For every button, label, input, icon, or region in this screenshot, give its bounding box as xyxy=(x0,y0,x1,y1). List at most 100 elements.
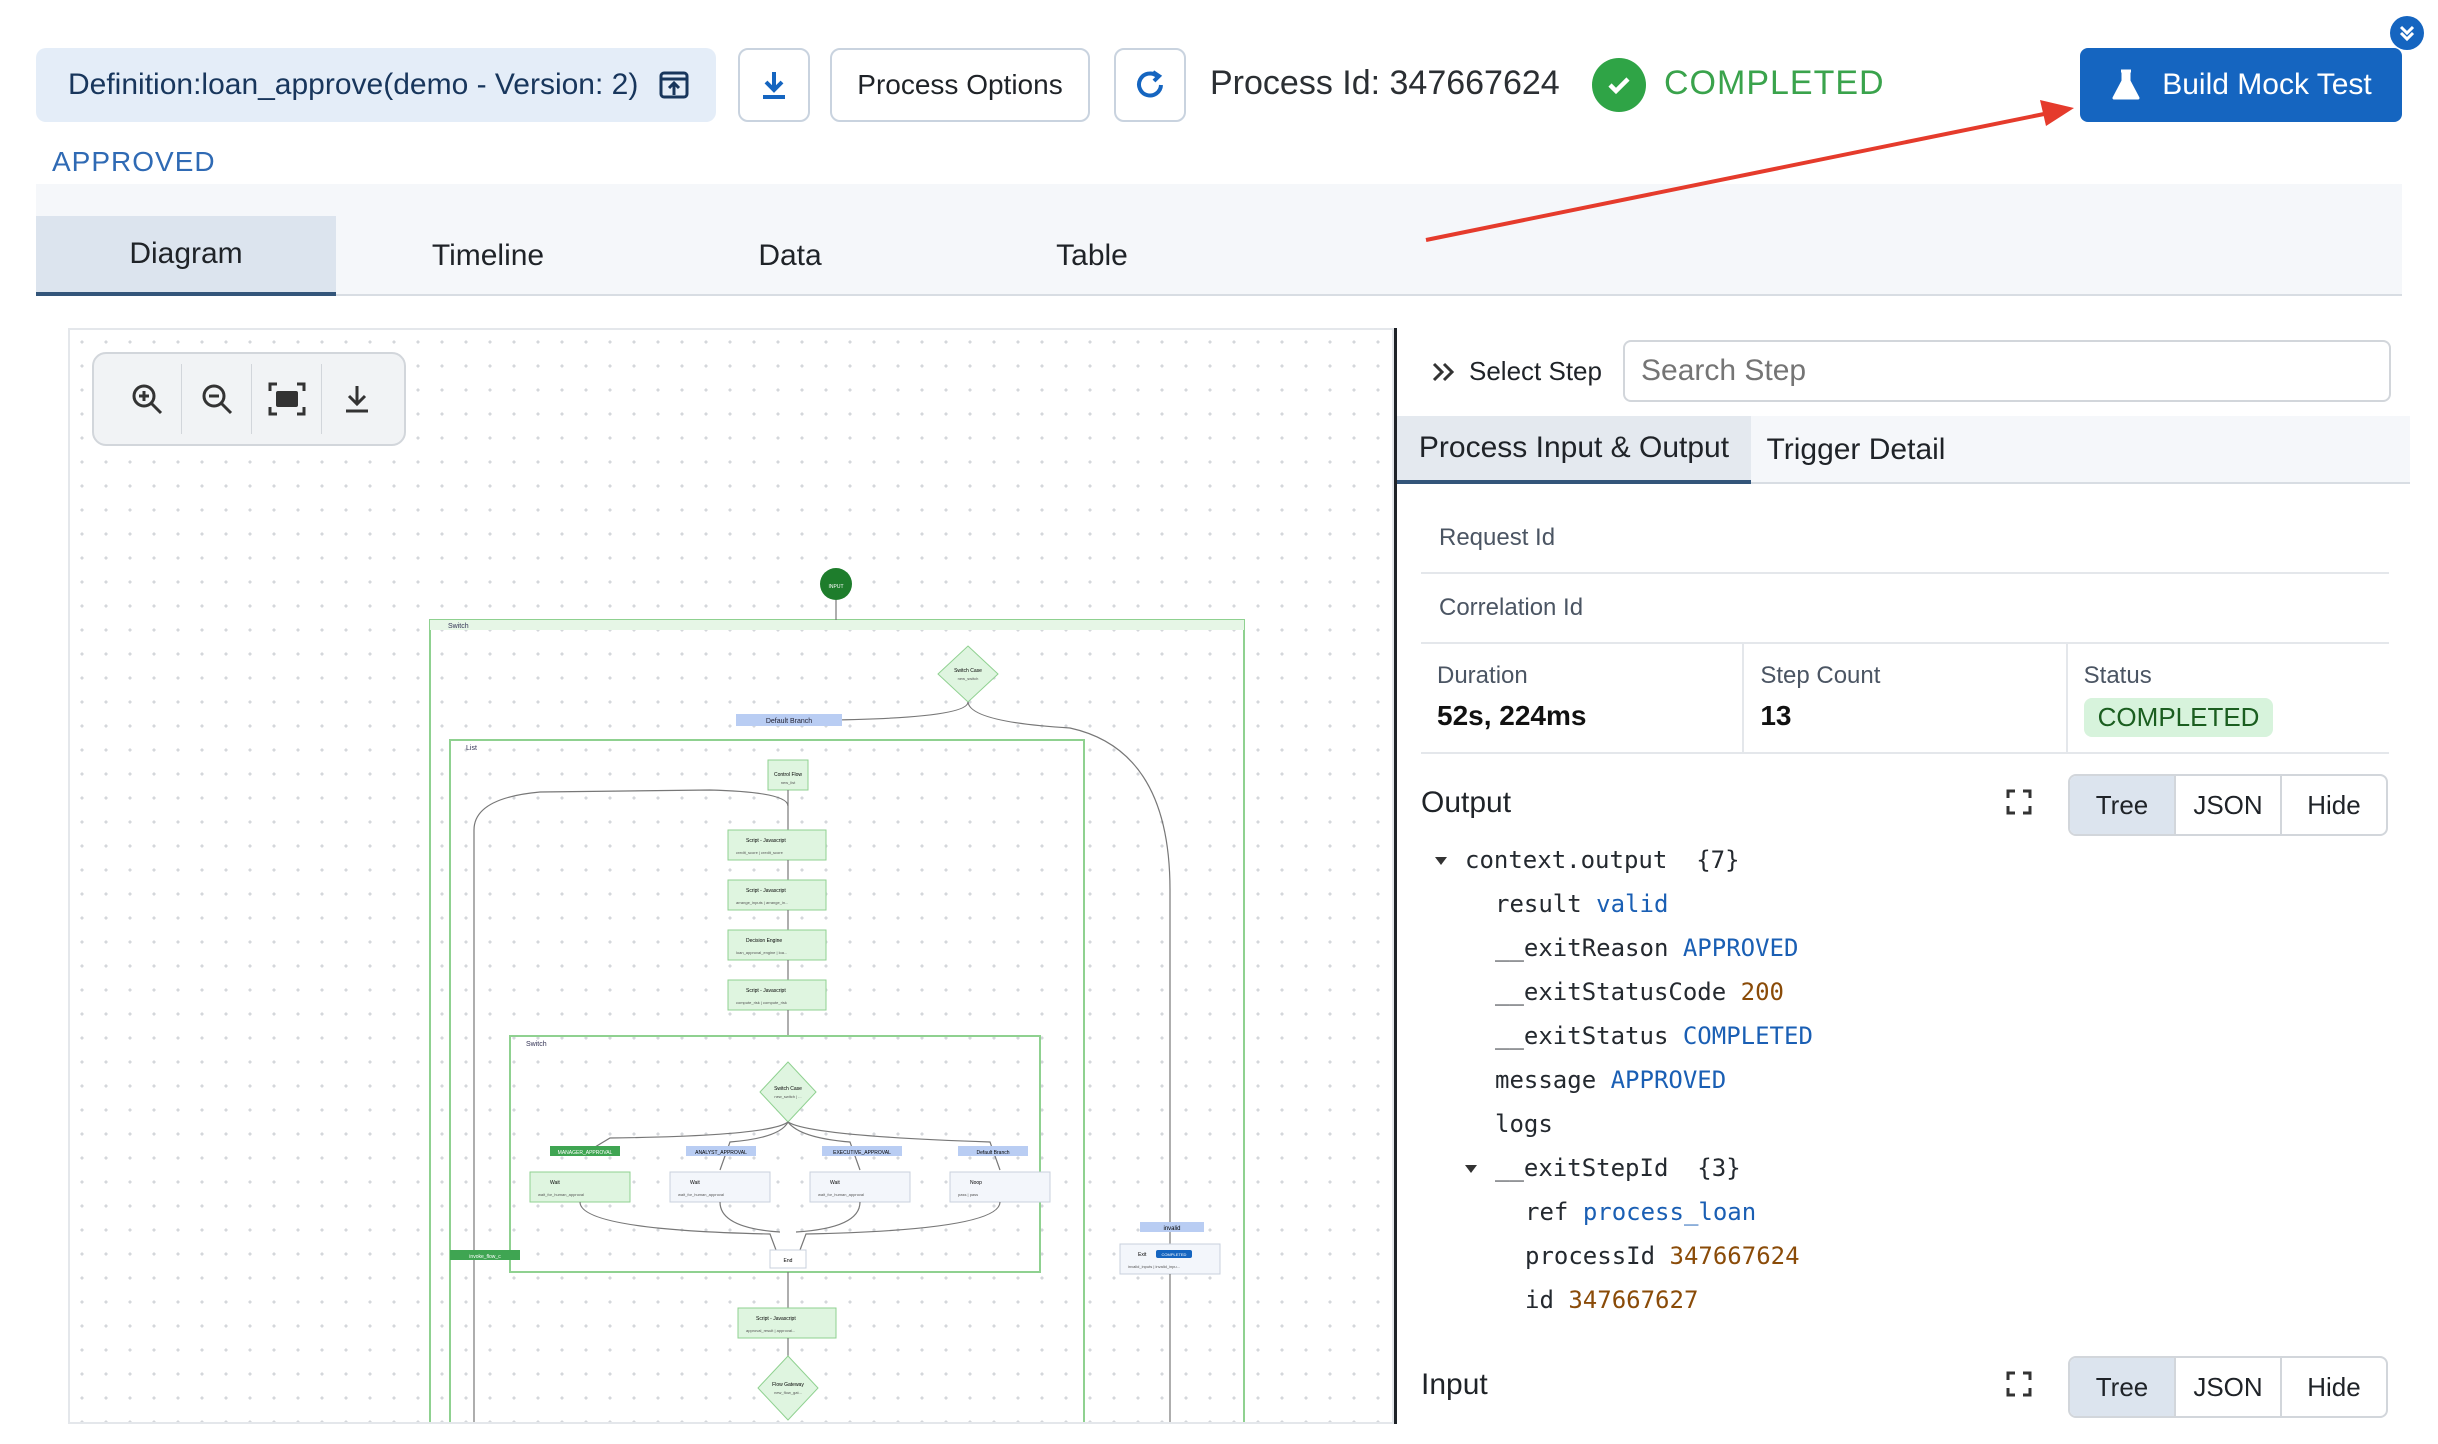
wait-ref-1: wait_for_human_approval xyxy=(538,1192,584,1197)
output-tree: context.output {7} result valid __exitRe… xyxy=(1421,838,2389,1328)
flow-gateway-ref: new_flow_gat... xyxy=(774,1390,802,1395)
exit-label: Exit xyxy=(1138,1252,1147,1258)
zoom-in-button[interactable] xyxy=(112,364,182,434)
flask-icon xyxy=(2112,69,2140,100)
status-badge: COMPLETED xyxy=(2083,698,2274,737)
input-hide-button[interactable]: Hide xyxy=(2307,1371,2361,1402)
caret-down-icon[interactable] xyxy=(1435,857,1447,865)
request-id-label: Request Id xyxy=(1439,524,1556,551)
wait-label-1: Wait xyxy=(550,1180,560,1186)
tab-diagram[interactable]: Diagram xyxy=(36,216,336,296)
tree-node-message: message APPROVED xyxy=(1495,1066,1727,1094)
script-node-4 xyxy=(737,1307,837,1339)
output-view-toggle: Tree JSON Hide xyxy=(2068,774,2388,836)
tab-process-io[interactable]: Process Input & Output xyxy=(1397,416,1751,484)
outer-switch-case: Switch Case xyxy=(954,668,982,674)
download-button[interactable] xyxy=(738,48,810,122)
script1-label: Script - Javascript xyxy=(746,838,786,844)
fit-view-icon xyxy=(268,382,305,416)
zoom-out-icon xyxy=(202,384,232,415)
collapse-down-icon[interactable] xyxy=(2390,16,2424,50)
output-title: Output xyxy=(1421,786,1512,819)
zoom-out-button[interactable] xyxy=(182,364,252,434)
input-json-button[interactable]: JSON xyxy=(2176,1358,2282,1416)
input-title: Input xyxy=(1421,1368,1488,1401)
tree-node-logs: logs xyxy=(1495,1110,1553,1138)
wait-ref-2: wait_for_human_approval xyxy=(678,1192,724,1197)
diagram-canvas[interactable]: INPUT Switch Switch Case new_switch Defa… xyxy=(68,328,1394,1424)
tab-trigger-detail[interactable]: Trigger Detail xyxy=(1766,433,1946,466)
expand-icon[interactable] xyxy=(2005,1370,2033,1398)
script2-ref: arrange_inputs | arrange_in... xyxy=(736,900,788,905)
export-image-button[interactable] xyxy=(322,364,392,434)
input-tree-button[interactable]: Tree xyxy=(2070,1358,2176,1416)
script4-label: Script - Javascript xyxy=(756,1316,796,1322)
request-id-row: Request Id xyxy=(1421,504,2389,574)
select-step-row: Select Step xyxy=(1397,328,2410,412)
output-hide-button[interactable]: Hide xyxy=(2307,789,2361,820)
definition-button[interactable]: Definition:loan_approve(demo - Version: … xyxy=(36,48,716,122)
download-icon xyxy=(346,386,368,413)
script-node-3 xyxy=(727,979,827,1011)
tree-node-root[interactable]: context.output {7} xyxy=(1435,838,1740,882)
caret-down-icon[interactable] xyxy=(1465,1165,1477,1173)
tree-node-exit-step-id[interactable]: __exitStepId {3} xyxy=(1465,1146,1741,1190)
correlation-id-row: Correlation Id xyxy=(1421,574,2389,644)
metrics-row: Duration 52s, 224ms Step Count 13 Status… xyxy=(1421,644,2389,754)
invalid-label: invalid xyxy=(1163,1226,1180,1232)
expand-icon[interactable] xyxy=(2005,788,2033,816)
input-view-toggle: Tree JSON Hide xyxy=(2068,1356,2388,1418)
workflow-diagram: INPUT Switch Switch Case new_switch Defa… xyxy=(429,568,1245,1422)
check-circle-icon xyxy=(1592,58,1646,112)
exit-reason: APPROVED xyxy=(52,146,216,177)
process-options-button[interactable]: Process Options xyxy=(830,48,1090,122)
fit-view-button[interactable] xyxy=(252,364,322,434)
tree-node-id: id 347667627 xyxy=(1525,1286,1699,1314)
step-count-value: 13 xyxy=(1760,700,1792,731)
tree-node-result: result valid xyxy=(1495,890,1669,918)
invoke-flow-label: invoke_flow_c xyxy=(469,1254,501,1260)
refresh-button[interactable] xyxy=(1114,48,1186,122)
inner-switch-case: Switch Case xyxy=(774,1086,802,1092)
script3-ref: compute_risk | compute_risk xyxy=(736,1000,787,1005)
start-node xyxy=(820,568,852,600)
download-icon xyxy=(763,72,785,99)
exit-node xyxy=(1119,1243,1221,1275)
tab-timeline[interactable]: Timeline xyxy=(431,239,545,272)
output-tree-button[interactable]: Tree xyxy=(2070,776,2176,834)
build-mock-test-button[interactable]: Build Mock Test xyxy=(2080,48,2402,122)
diagram-toolbar xyxy=(92,352,406,446)
default-branch-1: Default Branch xyxy=(766,718,812,725)
branch-label-3: Default Branch xyxy=(976,1150,1009,1156)
tab-table[interactable]: Table xyxy=(1056,239,1128,272)
wait-ref-3: wait_for_human_approval xyxy=(818,1192,864,1197)
tree-node-exit-status-code: __exitStatusCode 200 xyxy=(1495,978,1784,1006)
outer-switch-node xyxy=(937,645,999,703)
duration-metric: Duration 52s, 224ms xyxy=(1421,644,1745,752)
wait-label-3: Wait xyxy=(830,1180,840,1186)
tree-node-ref: ref process_loan xyxy=(1525,1198,1757,1226)
search-step-input[interactable] xyxy=(1623,340,2391,402)
output-json-button[interactable]: JSON xyxy=(2176,776,2282,834)
select-step-label: Select Step xyxy=(1469,356,1602,386)
exit-ref: invalid_inputs | invalid_inpu... xyxy=(1128,1264,1180,1269)
inner-switch-label: Switch xyxy=(526,1041,547,1048)
tree-node-exit-reason: __exitReason APPROVED xyxy=(1495,934,1799,962)
noop-ref: pass | pass xyxy=(958,1192,978,1197)
tab-data[interactable]: Data xyxy=(758,239,822,272)
control-flow-label: Control Flow xyxy=(774,772,802,778)
build-mock-test-label: Build Mock Test xyxy=(2162,68,2372,101)
process-id: Process Id: 347667624 xyxy=(1210,64,1560,102)
decision-ref: loan_approval_engine | loa... xyxy=(736,950,787,955)
step-count-metric: Step Count 13 xyxy=(1744,644,2068,752)
main-tabs: Diagram Timeline Data Table xyxy=(36,184,2402,296)
exit-badge: COMPLETED xyxy=(1162,1252,1187,1257)
top-bar: Definition:loan_approve(demo - Version: … xyxy=(36,48,2402,124)
control-flow-ref: new_list xyxy=(781,780,796,785)
script1-ref: credit_score | credit_score xyxy=(736,850,784,855)
select-step-toggle[interactable]: Select Step xyxy=(1431,356,1602,387)
noop-label: Noop xyxy=(970,1180,982,1186)
process-status: COMPLETED xyxy=(1664,64,1885,102)
script3-label: Script - Javascript xyxy=(746,988,786,994)
